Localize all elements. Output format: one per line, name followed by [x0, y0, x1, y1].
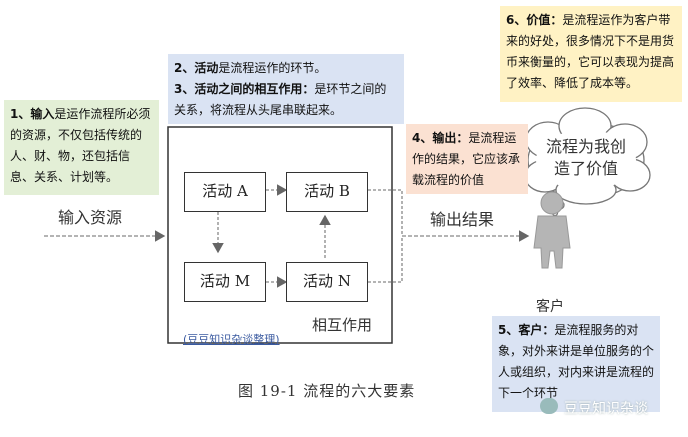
process-frame — [167, 126, 393, 344]
person-icon — [533, 191, 571, 269]
figure-caption: 图 19-1 流程的六大要素 — [238, 382, 416, 400]
note-value: 6、价值：是流程运作为客户带来的好处，很多情况下不是用货币来衡量的，它可以表现为… — [500, 6, 682, 102]
brand-label: 豆豆知识杂谈 — [564, 401, 648, 417]
output-label: 输出结果 — [430, 210, 495, 229]
note-activity-text: 是流程运作的环节。 — [218, 61, 327, 75]
wechat-icon — [540, 398, 558, 414]
note-interaction-title: 3、活动之间的相互作用： — [174, 82, 315, 96]
note-value-text: 是流程运作为客户带来的好处，很多情况下不是用货币来衡量的，它可以表现为提高了效率… — [506, 13, 675, 90]
cloud-text: 流程为我创造了价值 — [546, 137, 627, 178]
customer-label: 客户 — [536, 299, 564, 315]
note-interaction-line: 3、活动之间的相互作用：是环节之间的关系，将流程从头尾串联起来。 — [174, 79, 398, 121]
note-activity-line1: 2、活动是流程运作的环节。 — [174, 58, 398, 79]
note-activity-title: 2、活动 — [174, 61, 219, 75]
input-label: 输入资源 — [58, 208, 123, 227]
note-output-title: 4、输出： — [412, 131, 469, 145]
note-input-title: 1、输入 — [10, 107, 55, 121]
activity-a-box: 活动 A — [184, 172, 266, 212]
activity-n-box: 活动 N — [286, 262, 368, 302]
note-input: 1、输入是运作流程所必须的资源，不仅包括传统的人、财、物，还包括信息、关系、计划… — [4, 100, 159, 195]
note-customer-text: 是流程服务的对象，对外来讲是单位服务的个人或组织，对内来讲是流程的下一个环节 — [498, 323, 655, 400]
interaction-label: 相互作用 — [312, 316, 373, 334]
activity-m-box: 活动 M — [184, 262, 266, 302]
watermark-link[interactable]: (豆豆知识杂谈整理) — [183, 333, 280, 346]
connector-b — [368, 189, 403, 236]
note-customer-title: 5、客户： — [498, 323, 555, 337]
note-output-text: 是流程运作的结果，它应该承载流程的价值 — [412, 131, 521, 187]
note-input-text: 是运作流程所必须的资源，不仅包括传统的人、财、物，还包括信息、关系、计划等。 — [10, 107, 151, 184]
note-value-title: 6、价值： — [506, 13, 563, 27]
activity-b-box: 活动 B — [286, 172, 368, 212]
note-activity: 2、活动是流程运作的环节。 3、活动之间的相互作用：是环节之间的关系，将流程从头… — [168, 54, 404, 124]
note-customer: 5、客户：是流程服务的对象，对外来讲是单位服务的个人或组织，对内来讲是流程的下一… — [492, 316, 660, 412]
note-output: 4、输出：是流程运作的结果，它应该承载流程的价值 — [406, 124, 528, 194]
connector-n — [368, 236, 403, 283]
note-interaction-text: 是环节之间的关系，将流程从头尾串联起来。 — [174, 82, 387, 117]
